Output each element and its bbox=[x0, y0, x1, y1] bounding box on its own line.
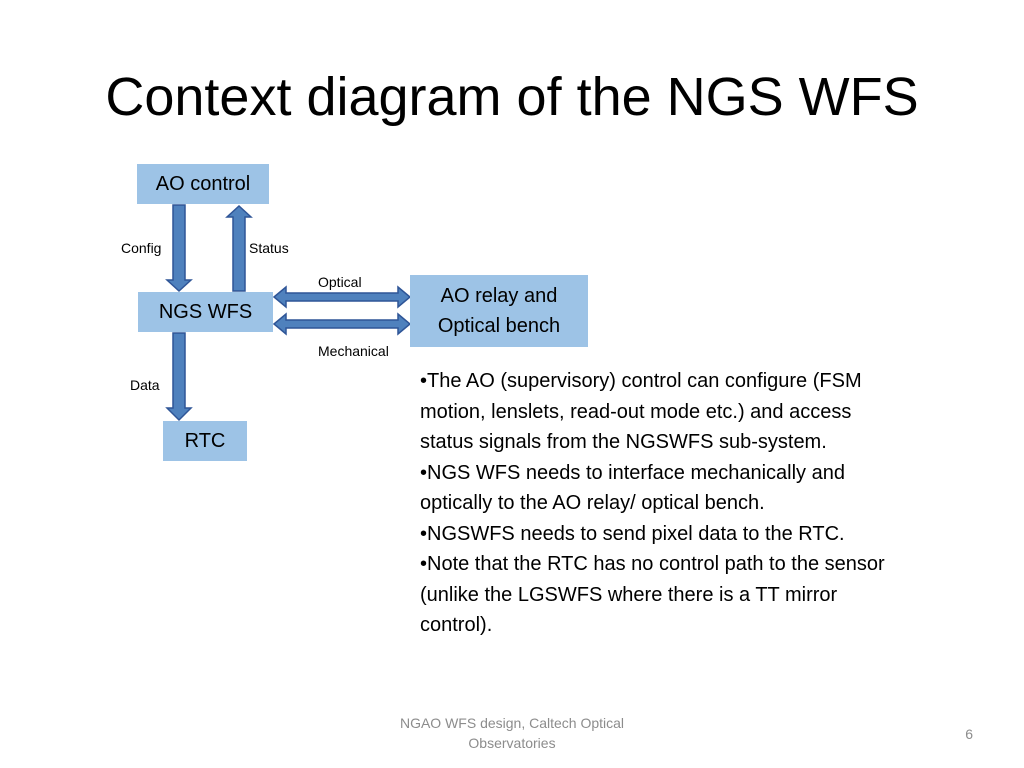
note-item: •The AO (supervisory) control can config… bbox=[420, 370, 862, 453]
slide-footer: NGAO WFS design, Caltech Optical Observa… bbox=[399, 715, 625, 751]
rtc-label: RTC bbox=[184, 430, 226, 452]
data-label: Data bbox=[130, 377, 160, 393]
notes-list: •The AO (supervisory) control can config… bbox=[420, 366, 890, 641]
ao-relay-box: AO relay and Optical bench bbox=[410, 275, 588, 347]
ao-relay-label-line1: AO relay and bbox=[440, 285, 558, 307]
page-number: 6 bbox=[965, 726, 973, 742]
mechanical-label: Mechanical bbox=[318, 343, 389, 359]
config-arrow bbox=[165, 204, 193, 293]
note-item: •Note that the RTC has no control path t… bbox=[420, 553, 885, 636]
ao-relay-label-line2: Optical bench bbox=[437, 315, 561, 337]
mechanical-arrow bbox=[272, 312, 412, 336]
ao-control-label: AO control bbox=[155, 173, 251, 195]
slide-title: Context diagram of the NGS WFS bbox=[105, 67, 919, 127]
note-item: •NGSWFS needs to send pixel data to the … bbox=[420, 522, 845, 545]
data-arrow bbox=[165, 332, 193, 422]
status-label: Status bbox=[249, 240, 289, 256]
rtc-box: RTC bbox=[163, 421, 247, 461]
ao-control-box: AO control bbox=[137, 164, 269, 204]
ngs-wfs-label: NGS WFS bbox=[158, 301, 253, 323]
ngs-wfs-box: NGS WFS bbox=[138, 292, 273, 332]
status-arrow bbox=[225, 204, 253, 292]
note-item: •NGS WFS needs to interface mechanically… bbox=[420, 461, 845, 515]
optical-label: Optical bbox=[318, 274, 362, 290]
config-label: Config bbox=[121, 240, 162, 256]
